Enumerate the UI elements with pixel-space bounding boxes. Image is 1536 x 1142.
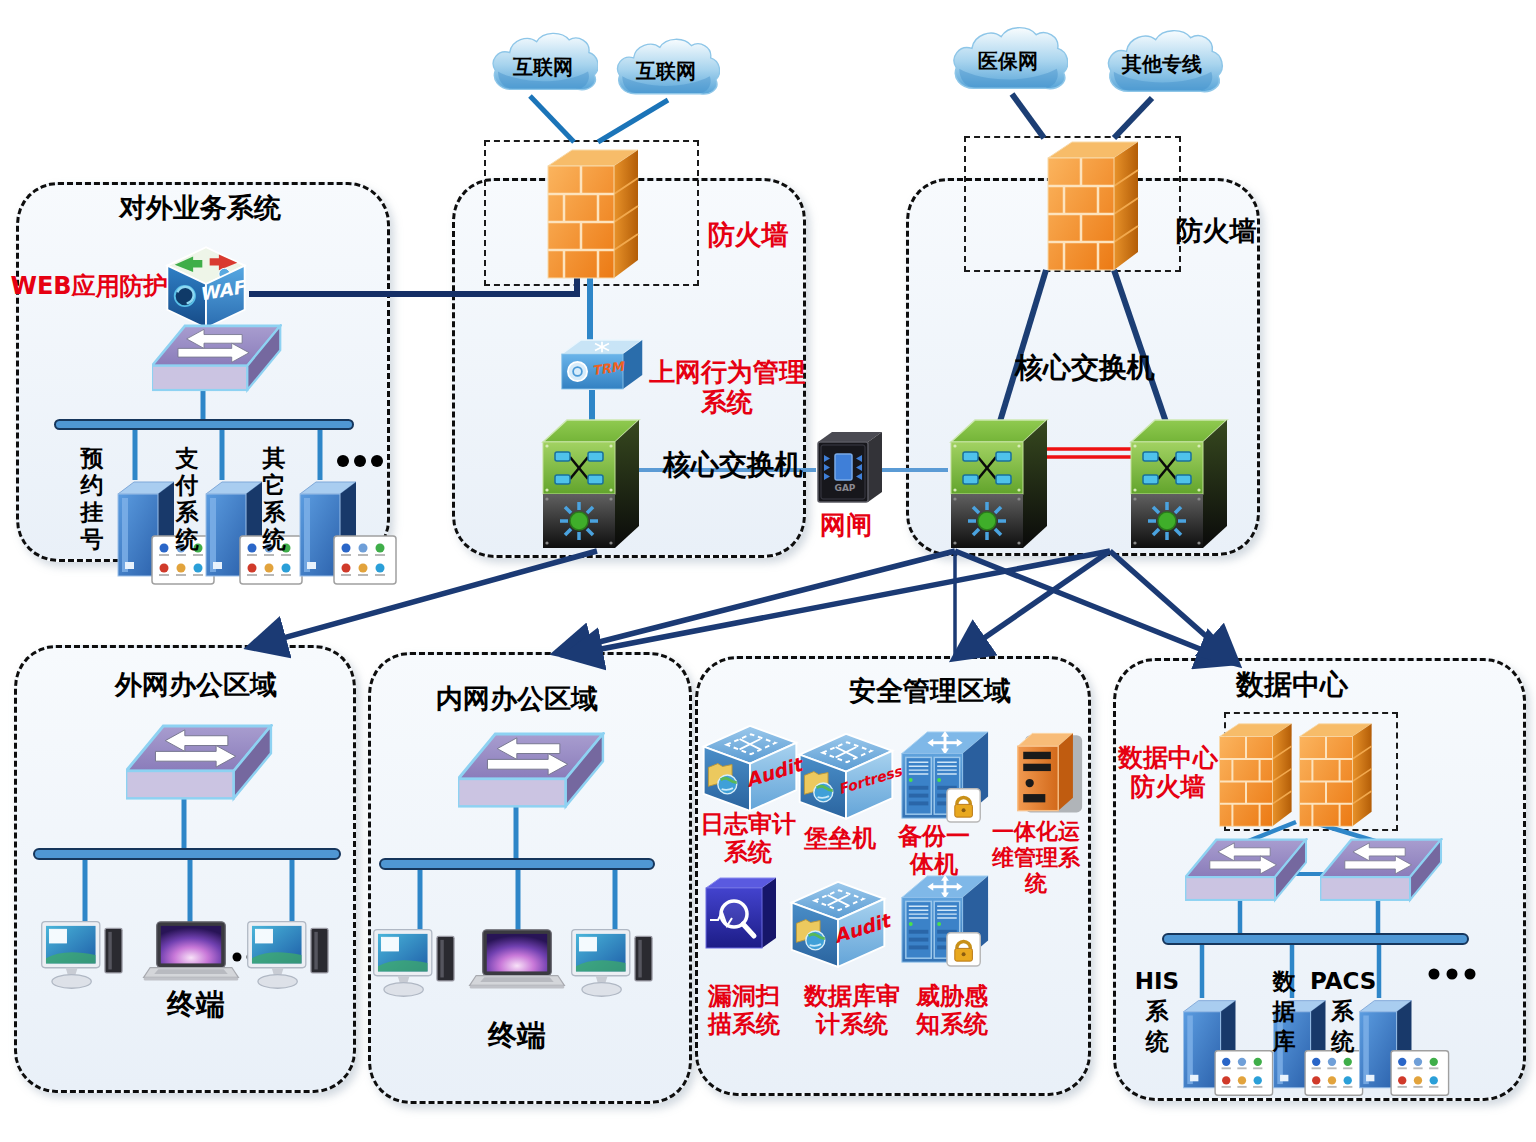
zone-internal-office-title: 内网办公区域 xyxy=(397,683,637,714)
server-pacs-label: PACS系统 xyxy=(1310,966,1375,1056)
zone-datacenter-title: 数据中心 xyxy=(1192,669,1392,701)
gatekeeper-text: GAP xyxy=(825,483,865,493)
laptop-ext xyxy=(144,922,239,981)
server-his-label: HIS系统 xyxy=(1127,966,1187,1056)
server-other xyxy=(300,482,396,584)
firewall-internet-label: 防火墙 xyxy=(688,219,808,250)
core-switch-right-2 xyxy=(1131,420,1227,548)
core-switch-right-label: 核心交换机 xyxy=(985,352,1185,384)
desktop-int-1 xyxy=(374,930,454,997)
core-switch-right-1 xyxy=(951,420,1047,548)
zone-security-title: 安全管理区域 xyxy=(810,675,1050,706)
core-switch-central-label: 核心交换机 xyxy=(633,449,833,481)
server-his xyxy=(1184,1001,1273,1096)
backup-appliance-icon xyxy=(902,731,988,822)
core-switch-central xyxy=(543,420,639,548)
threat-label: 威胁感知系统 xyxy=(892,982,1012,1038)
cloud-other-lines-label: 其他专线 xyxy=(1102,53,1222,76)
firewall-datacenter-icon-2 xyxy=(1300,724,1372,826)
server-appointment-label: 预约挂号 xyxy=(77,445,107,553)
zone-external-business-title: 对外业务系统 xyxy=(80,192,320,223)
firewall-private-label: 防火墙 xyxy=(1156,215,1276,246)
cloud-internet-2-label: 互联网 xyxy=(616,60,716,83)
desktop-ext-1 xyxy=(42,922,122,989)
server-database-label: 数据库 xyxy=(1264,966,1304,1056)
switch-internal-office xyxy=(458,734,603,806)
switch-external-business xyxy=(152,326,280,390)
switch-datacenter-1 xyxy=(1185,840,1306,900)
desktop-ext-2 xyxy=(248,922,328,989)
terminal-int-label: 终端 xyxy=(467,1019,567,1052)
cloud-internet-1-label: 互联网 xyxy=(493,56,593,79)
firewall-internet-icon xyxy=(548,150,638,278)
terminal-ext-label: 终端 xyxy=(146,988,246,1021)
cloud-medical-label: 医保网 xyxy=(958,50,1058,73)
waf-caption: WEB应用防护 xyxy=(4,273,174,301)
zone-external-office-title: 外网办公区域 xyxy=(76,669,316,700)
laptop-int xyxy=(470,930,565,989)
firewall-private-icon xyxy=(1048,142,1138,270)
behavior-mgmt-label: 上网行为管理系统 xyxy=(627,357,827,417)
vuln-scan-icon xyxy=(706,878,776,948)
switch-external-office xyxy=(126,726,271,798)
ops-mgmt-icon xyxy=(1018,733,1082,812)
datacenter-firewall-label: 数据中心防火墙 xyxy=(1093,743,1243,801)
switch-datacenter-2 xyxy=(1320,840,1441,900)
gatekeeper-label: 网闸 xyxy=(806,510,886,540)
desktop-int-2 xyxy=(572,930,652,997)
server-other-label: 其它系统 xyxy=(259,445,289,553)
ops-mgmt-label: 一体化运维管理系统 xyxy=(976,819,1096,897)
server-payment-label: 支付系统 xyxy=(172,445,202,553)
